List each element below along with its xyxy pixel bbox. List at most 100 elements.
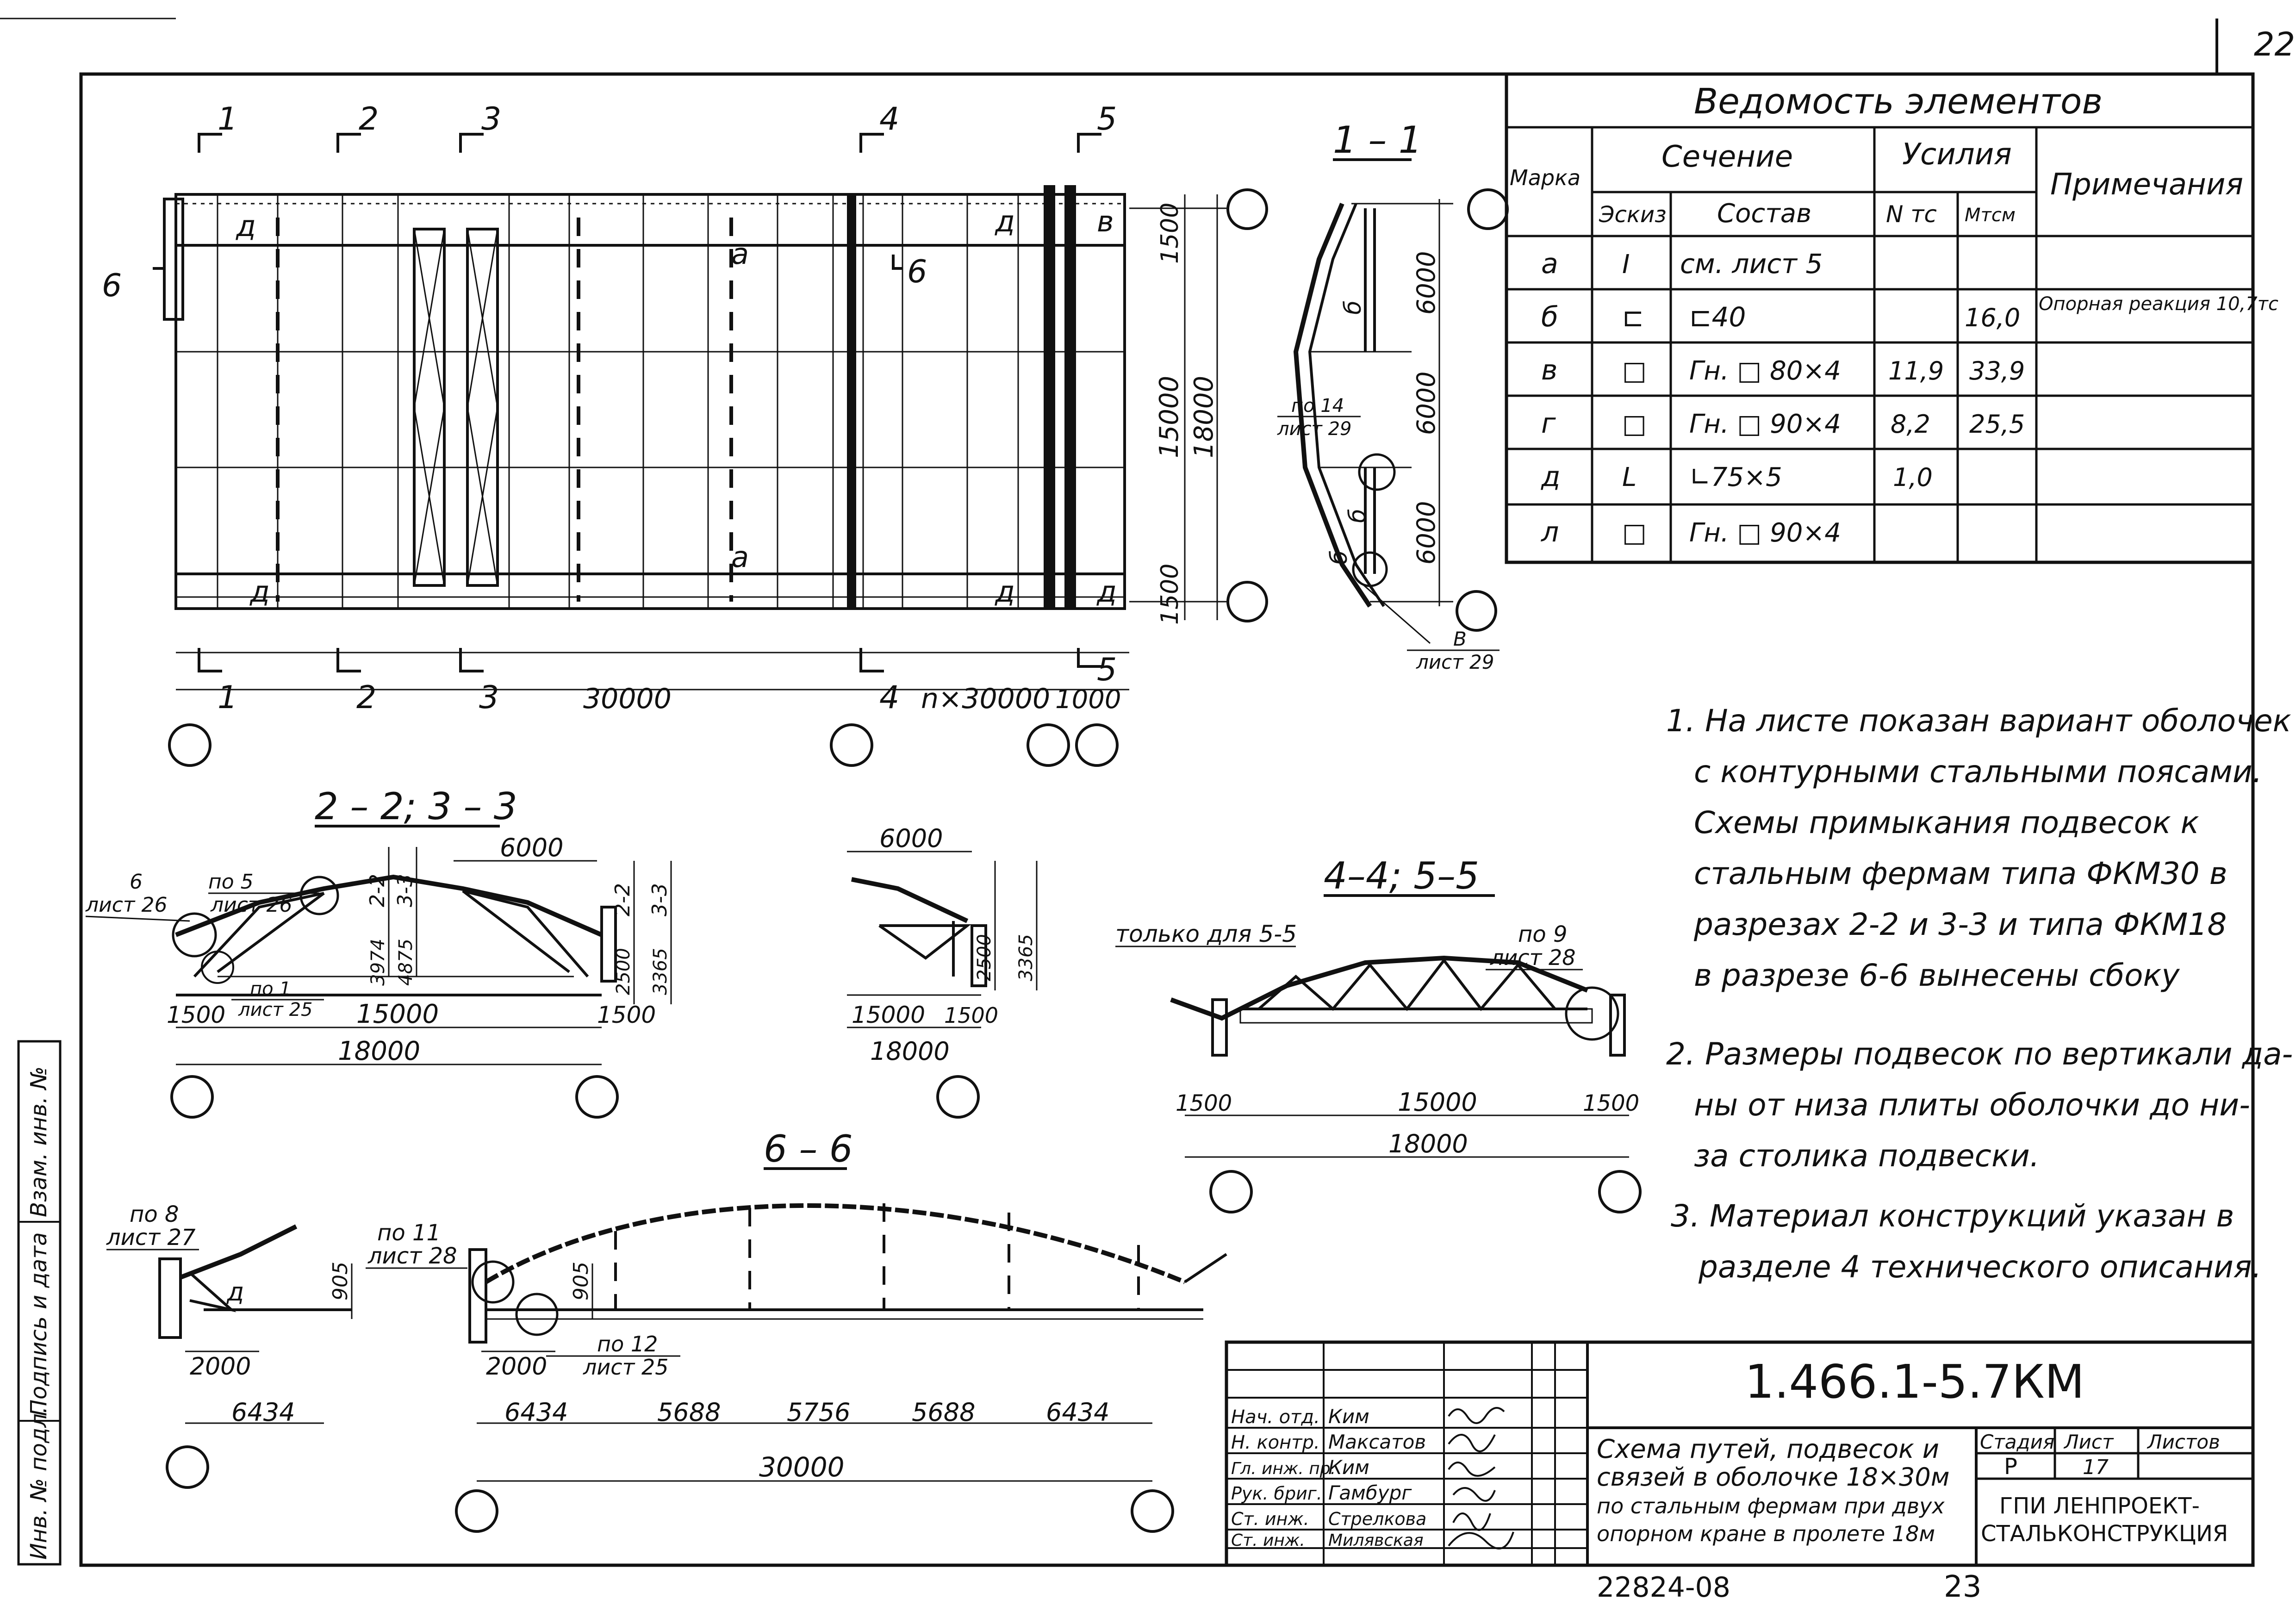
axis-bubble — [1226, 188, 1268, 230]
label-3-3b: 3-3 — [648, 883, 672, 916]
note-line: 2. Размеры подвесок по вертикали да- — [1666, 1036, 2293, 1072]
signature-row: Нач. отд. Ким — [1231, 1405, 1369, 1428]
dim-s-span: 15000 — [852, 1002, 925, 1028]
dim-6-seg-5: 6434 — [1046, 1398, 1109, 1427]
cell-m: 25,5 — [1969, 410, 2025, 439]
side-stamp: Инв. № подл. Подпись и дата Взам. инв. № — [17, 1040, 62, 1566]
cell-mark: л — [1541, 516, 1559, 548]
plan-dim-mid: 15000 — [1154, 376, 1184, 458]
section-mark-6b: 6 — [907, 254, 927, 290]
axis-bubble — [166, 1445, 209, 1489]
letter-b-2: б — [1344, 509, 1371, 523]
cell-n: 8,2 — [1891, 410, 1930, 439]
name: Гамбург — [1328, 1481, 1412, 1504]
dim-1-1-c: 6000 — [1412, 501, 1441, 565]
name: Ким — [1328, 1456, 1369, 1479]
ref-2-b-no: 6 — [130, 870, 143, 894]
dim-2-h2: 4875 — [395, 939, 417, 986]
note-line: разделе 4 технического описания. — [1698, 1249, 2262, 1285]
axis-bubble — [1027, 723, 1070, 767]
section-mark-2b: 2 — [356, 679, 376, 716]
ref-2-c-sheet: лист 25 — [238, 999, 312, 1020]
cell-m: 33,9 — [1969, 356, 2025, 386]
note-line: с контурными стальными поясами. — [1694, 754, 2262, 790]
signature-row: Ст. инж. Милявская — [1231, 1531, 1424, 1550]
ref-2-a-no: по 5 — [208, 870, 254, 894]
letter-b-3: б — [1325, 550, 1352, 565]
section-mark-4: 4 — [879, 101, 899, 137]
cell-comp: Гн. □ 90×4 — [1689, 409, 1841, 439]
role: Нач. отд. — [1231, 1406, 1320, 1428]
plan-dim-repeat: n×30000 — [921, 683, 1050, 715]
section-2-2-3-3: 2 – 2; 3 – 3 по 5 лист 26 6 лист 26 по 1… — [85, 785, 672, 1119]
archive-code: 22824-08 — [1597, 1571, 1730, 1604]
axis-bubble — [1456, 590, 1497, 632]
section-mark-4b: 4 — [879, 679, 899, 716]
element-d-4: д — [995, 575, 1015, 609]
ref-1-1-sheet: лист 29 — [1277, 418, 1351, 440]
table-row: г □ Гн. □ 90×4 8,2 25,5 — [1541, 407, 2025, 440]
section-6-6-title: 6 – 6 — [764, 1127, 853, 1170]
section-4-5-note: только для 5-5 — [1115, 921, 1297, 947]
plan-dim-bay: 30000 — [583, 683, 672, 715]
dim-2-v2: 3365 — [650, 948, 671, 995]
dim-s-edge: 1500 — [944, 1003, 998, 1028]
ref-2-c-no: по 1 — [250, 978, 291, 1000]
cell-mark: д — [1541, 460, 1560, 493]
th-m: Мтсм — [1965, 205, 2016, 226]
note-line: ны от низа плиты оболочки до ни- — [1694, 1087, 2250, 1123]
note-line: разрезах 2-2 и 3-3 и типа ФКМ18 — [1693, 907, 2227, 942]
section-mark-1b: 1 — [218, 679, 237, 716]
dim-6-total: 30000 — [759, 1451, 845, 1483]
axis-bubble — [170, 1075, 214, 1119]
ref-4-5-sheet: лист 28 — [1490, 945, 1576, 970]
plan-dim-end: 1000 — [1055, 684, 1121, 715]
signature-row: Рук. бриг. Гамбург — [1231, 1481, 1412, 1504]
table-row: б ⊏ ⊏40 16,0 Опорная реакция 10,7тс — [1541, 293, 2278, 333]
element-v-1: в — [1097, 205, 1114, 238]
note-line: в разрезе 6-6 вынесены сбоку — [1694, 958, 2180, 993]
elements-table: Ведомость элементов Марка Сечение Усилия… — [1505, 72, 2278, 564]
dim-4-edge-r: 1500 — [1583, 1090, 1639, 1116]
title-line: по стальным фермам при двух — [1597, 1493, 1945, 1518]
table-title: Ведомость элементов — [1694, 81, 2103, 122]
axis-bubble — [1598, 1170, 1642, 1213]
axis-bubble — [830, 723, 873, 767]
dim-2-edge-l: 1500 — [167, 1002, 225, 1028]
th-n: N тс — [1886, 201, 1937, 228]
name: Милявская — [1328, 1531, 1424, 1550]
ref-6-b-no: по 11 — [377, 1220, 441, 1246]
dim-2-span: 15000 — [356, 999, 439, 1029]
section-mark-5: 5 — [1097, 101, 1117, 137]
ref-6-c-no: по 12 — [597, 1332, 658, 1356]
plan-view: 1 2 3 4 5 1 2 3 4 5 6 6 д а а д д д в д … — [102, 101, 1268, 767]
cell-n: 1,0 — [1893, 463, 1933, 492]
org-line: СТАЛЬКОНСТРУКЦИЯ — [1981, 1521, 2228, 1547]
note-line: Схемы примыкания подвесок к — [1694, 805, 2199, 840]
letter-b-1: б — [1339, 300, 1366, 315]
dim-6-h: 905 — [569, 1262, 593, 1300]
signature-row: Гл. инж. пр. Ким — [1231, 1456, 1369, 1479]
section-1-1: 1 – 1 6000 6000 6000 б б б по 14 лист 29… — [1277, 118, 1509, 673]
stamp-sign: Подпись и дата — [26, 1232, 52, 1416]
dim-4-total: 18000 — [1388, 1129, 1468, 1158]
label-3-3: 3-3 — [393, 874, 417, 907]
dim-2-w: 6000 — [500, 833, 563, 862]
axis-bubble — [1226, 581, 1268, 622]
role: Рук. бриг. — [1231, 1483, 1322, 1504]
signature-row: Ст. инж. Стрелкова — [1231, 1509, 1426, 1529]
th-composition: Состав — [1717, 199, 1811, 229]
th-section: Сечение — [1661, 140, 1793, 174]
element-d-3: д — [995, 205, 1015, 238]
dim-6-seg-4: 5688 — [912, 1398, 975, 1427]
cell-comp: ⊏40 — [1689, 301, 1746, 333]
dim-s-w: 6000 — [879, 824, 943, 853]
sheet-frame: 22 — [0, 18, 2295, 1567]
sheets-label: Листов — [2147, 1431, 2220, 1453]
dim-s-v2: 3365 — [1015, 934, 1037, 981]
title-block: Нач. отд. Ким Н. контр. Максатов Гл. инж… — [1225, 1340, 2255, 1567]
cell-comp: Гн. □ 80×4 — [1689, 356, 1841, 386]
element-a-1: а — [731, 237, 749, 271]
dim-4-edge-l: 1500 — [1176, 1090, 1232, 1116]
